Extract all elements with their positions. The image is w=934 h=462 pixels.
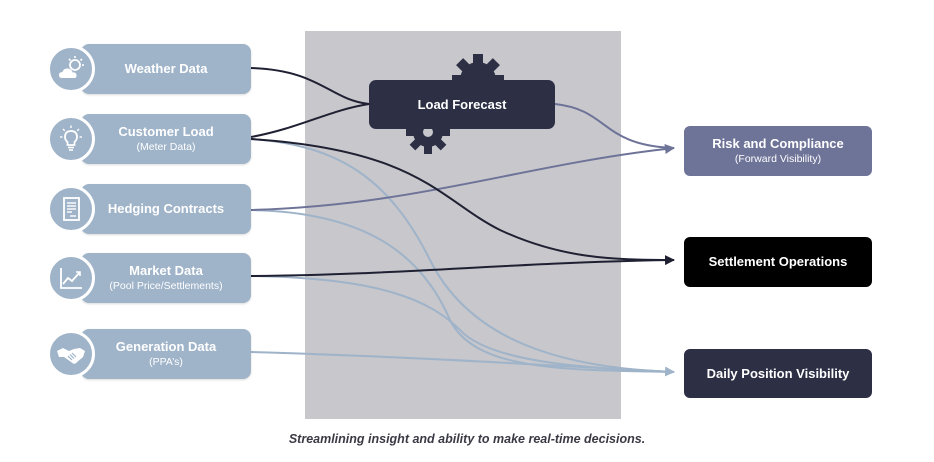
source-sublabel: (PPA’s) [149,356,183,368]
source-label: Hedging Contracts [107,201,225,216]
link-forecast-to-risk [554,103,675,149]
link-customer-to-forecast [250,103,370,138]
source-generation-data: Generation Data (PPA’s) [47,329,251,379]
source-pill: Customer Load (Meter Data) [81,114,251,164]
dest-label: Settlement Operations [708,254,848,269]
source-weather: Weather Data [47,44,251,94]
link-hedging-to-daily [250,209,675,373]
load-forecast-node: Load Forecast [369,80,555,129]
dest-label: Risk and Compliance [712,136,844,151]
source-label: Weather Data [124,61,208,76]
source-pill: Weather Data [81,44,251,94]
diagram-caption: Streamlining insight and ability to make… [288,432,646,446]
source-label: Market Data [129,263,203,278]
source-hedging-contracts: Hedging Contracts [47,184,251,234]
link-market-to-daily [250,275,675,373]
source-label: Generation Data [115,339,217,354]
chart-icon [47,254,95,302]
handshake-icon [47,330,95,378]
source-sublabel: (Meter Data) [136,141,196,153]
link-generation-to-daily [250,351,675,377]
source-customer-load: Customer Load (Meter Data) [47,114,251,164]
contract-icon [47,185,95,233]
weather-icon [47,45,95,93]
lightbulb-icon [47,115,95,163]
link-customer-to-daily [250,138,675,373]
dest-risk-compliance: Risk and Compliance (Forward Visibility) [684,126,872,176]
source-label: Customer Load [118,124,214,139]
source-sublabel: (Pool Price/Settlements) [109,280,223,292]
link-market-to-settlement [250,255,675,277]
source-pill: Generation Data (PPA’s) [81,329,251,379]
load-forecast-label: Load Forecast [417,97,507,112]
link-weather-to-forecast [250,67,370,105]
link-customer-to-settlement [250,138,675,261]
dest-label: Daily Position Visibility [706,365,850,381]
source-pill: Market Data (Pool Price/Settlements) [81,253,251,303]
dest-settlement-operations: Settlement Operations [684,237,872,287]
link-hedging-to-risk [250,144,675,211]
dest-sublabel: (Forward Visibility) [734,153,822,165]
source-pill: Hedging Contracts [81,184,251,234]
dest-daily-position-visibility: Daily Position Visibility [684,349,872,398]
source-market-data: Market Data (Pool Price/Settlements) [47,253,251,303]
